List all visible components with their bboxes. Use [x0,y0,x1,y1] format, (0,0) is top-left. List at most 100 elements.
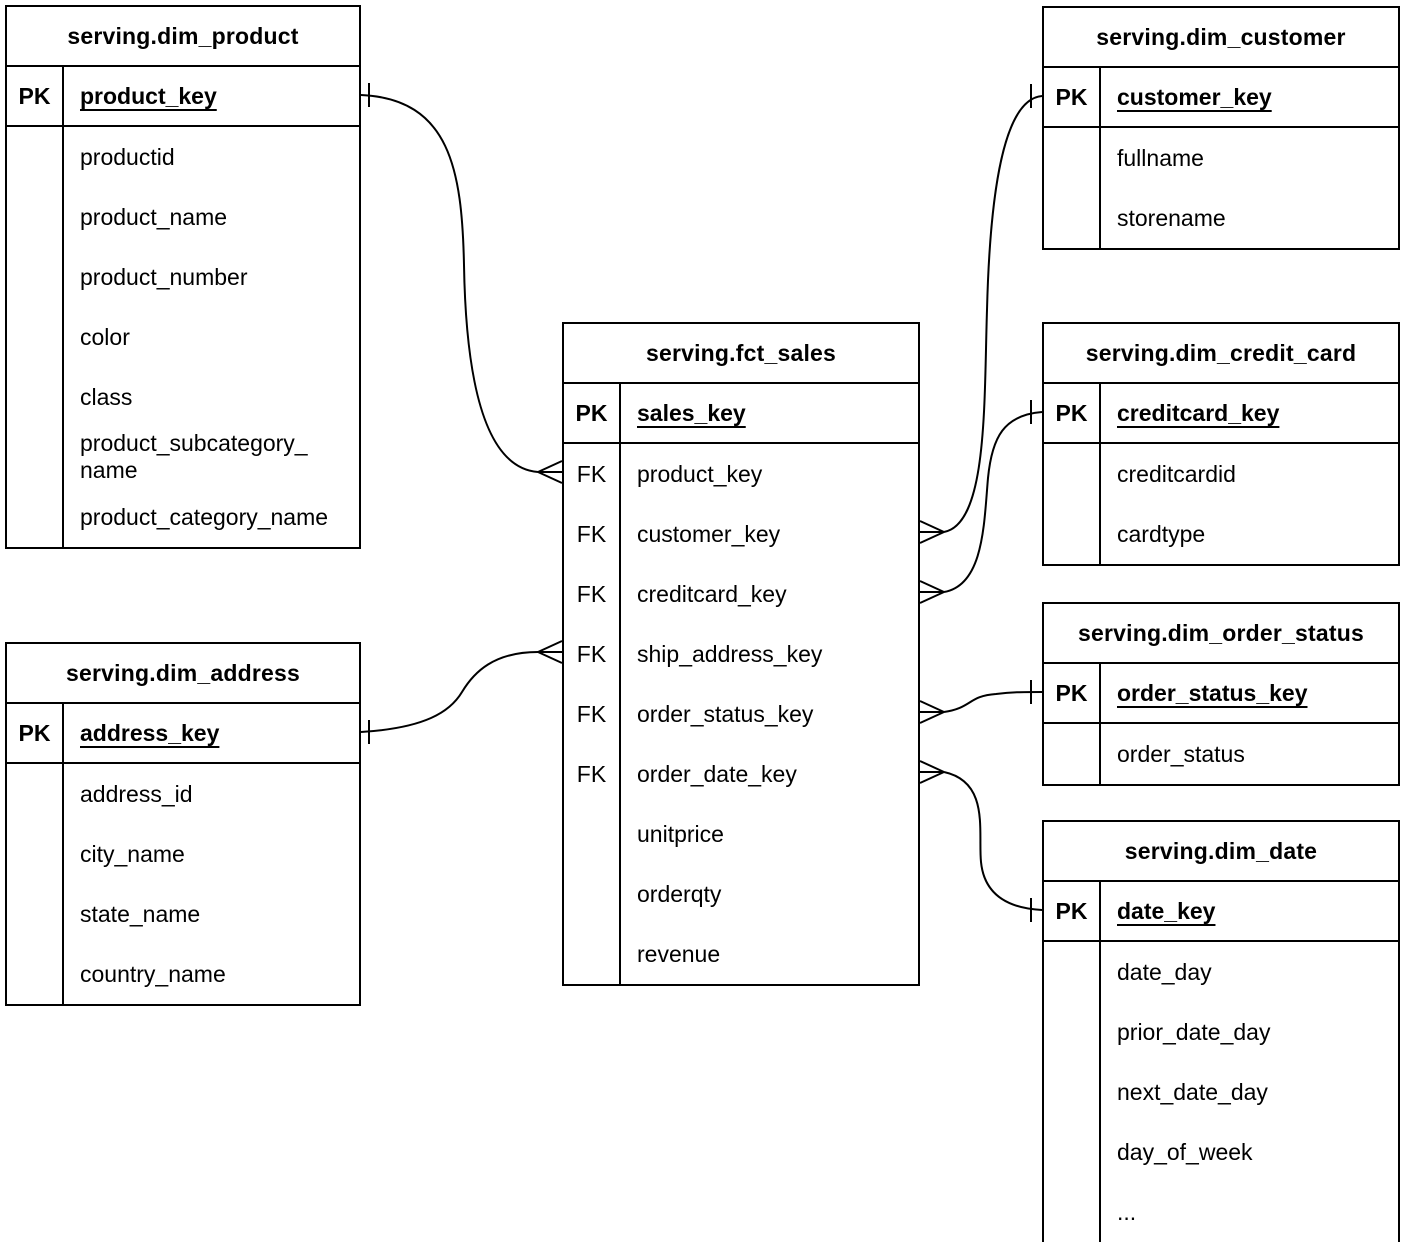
crow-foot-many-marker [919,700,945,724]
pk-row: PK creditcard_key [1044,384,1398,444]
field-row: order_status [1044,724,1398,784]
relationship-line [943,691,1043,713]
field-row: ... [1044,1182,1398,1242]
field-row: color [7,307,359,367]
field-row: FK ship_address_key [564,624,918,684]
crow-foot-many-marker [919,520,945,544]
relationship-line [360,94,539,473]
entity-dim-product: serving.dim_product PK product_key produ… [5,5,361,549]
crow-foot-many-marker [919,760,945,784]
fk-tag [564,924,621,984]
pk-field-name: creditcard_key [1117,399,1280,426]
crow-foot-many-marker [919,580,945,604]
entity-title: serving.dim_customer [1044,8,1398,68]
field-name: fullname [1117,144,1204,171]
pk-field-name: address_key [80,719,220,746]
fk-tag: FK [564,744,621,804]
field-row: unitprice [564,804,918,864]
pk-field-name: sales_key [637,399,746,426]
crow-foot-many-marker [537,640,563,664]
field-name: product_name [80,203,228,230]
field-name: order_status [1117,740,1245,767]
field-row: FK product_key [564,444,918,504]
field-name: cardtype [1117,520,1206,547]
field-name: ship_address_key [637,640,823,667]
pk-tag: PK [1044,882,1101,940]
field-name: prior_date_day [1117,1018,1271,1045]
field-row: fullname [1044,128,1398,188]
field-row: class [7,367,359,427]
relationship-sales-to-date [919,760,1043,922]
field-name: product_number [80,263,248,290]
fk-tag: FK [564,444,621,504]
pk-row: PK product_key [7,67,359,127]
field-name: order_status_key [637,700,814,727]
fk-tag: FK [564,624,621,684]
field-row: FK order_date_key [564,744,918,804]
field-row: product_number [7,247,359,307]
field-name: orderqty [637,880,722,907]
field-name: city_name [80,840,185,867]
field-row: country_name [7,944,359,1004]
fk-tag [564,804,621,864]
field-name: day_of_week [1117,1138,1253,1165]
field-name: unitprice [637,820,724,847]
relationship-sales-to-credit-card [919,400,1043,604]
entity-dim-address: serving.dim_address PK address_key addre… [5,642,361,1006]
field-row: orderqty [564,864,918,924]
field-name: revenue [637,940,721,967]
field-row: FK order_status_key [564,684,918,744]
field-name: ... [1117,1198,1137,1225]
field-row: creditcardid [1044,444,1398,504]
entity-dim-order-status: serving.dim_order_status PK order_status… [1042,602,1400,786]
field-name: state_name [80,900,201,927]
field-name: class [80,383,133,410]
pk-field-name: customer_key [1117,83,1272,110]
pk-tag: PK [7,704,64,762]
entity-title: serving.fct_sales [564,324,918,384]
entity-title: serving.dim_address [7,644,359,704]
field-row: cardtype [1044,504,1398,564]
pk-field-name: date_key [1117,897,1216,924]
field-row: day_of_week [1044,1122,1398,1182]
field-name: product_key [637,460,763,487]
entity-fct-sales: serving.fct_sales PK sales_key FK product… [562,322,920,986]
entity-title: serving.dim_order_status [1044,604,1398,664]
fk-tag: FK [564,564,621,624]
crow-foot-many-marker [537,460,563,484]
field-row: storename [1044,188,1398,248]
pk-row: PK customer_key [1044,68,1398,128]
pk-row: PK date_key [1044,882,1398,942]
field-row: prior_date_day [1044,1002,1398,1062]
entity-dim-credit-card: serving.dim_credit_card PK creditcard_ke… [1042,322,1400,566]
pk-tag: PK [1044,68,1101,126]
field-name: customer_key [637,520,781,547]
relationship-sales-to-order-status [919,680,1043,724]
pk-tag: PK [564,384,621,442]
pk-tag: PK [1044,384,1101,442]
entity-title: serving.dim_date [1044,822,1398,882]
field-name: creditcard_key [637,580,787,607]
field-name: country_name [80,960,226,987]
pk-field-name: order_status_key [1117,679,1308,706]
entity-dim-date: serving.dim_date PK date_key date_day pr… [1042,820,1400,1242]
pk-row: PK order_status_key [1044,664,1398,724]
field-row: product_subcategory_ name [7,427,359,487]
relationship-sales-to-customer [919,84,1043,544]
field-name: order_date_key [637,760,797,787]
pk-tag: PK [7,67,64,125]
relationship-product-to-sales [360,83,563,484]
field-name: storename [1117,204,1226,231]
field-name: date_day [1117,958,1212,985]
field-name: next_date_day [1117,1078,1268,1105]
field-row: productid [7,127,359,187]
field-row: city_name [7,824,359,884]
field-name: productid [80,143,175,170]
fk-tag: FK [564,684,621,744]
relationship-address-to-sales [360,640,563,744]
field-row: next_date_day [1044,1062,1398,1122]
field-row: product_category_name [7,487,359,547]
fk-tag [564,864,621,924]
field-row: FK creditcard_key [564,564,918,624]
